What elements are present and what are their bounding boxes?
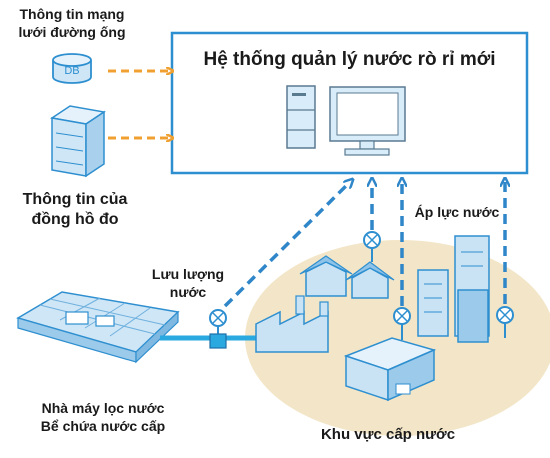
flow-data-arrow xyxy=(223,182,350,308)
plant-line-2: Bể chứa nước cấp xyxy=(40,417,166,434)
network-info-label: Thông tin mạng lưới đường ống xyxy=(2,6,142,41)
pressure-label: Áp lực nước xyxy=(414,204,500,220)
office-building-icon xyxy=(343,337,437,402)
treatment-plant-icon xyxy=(16,291,180,364)
meter-info-label: Thông tin của đồng hồ đo xyxy=(0,190,150,230)
flow-line-1: Lưu lượng xyxy=(151,266,225,282)
high-rise-buildings-icon xyxy=(417,235,490,343)
houses-icon xyxy=(299,255,395,299)
server-tower-icon xyxy=(286,85,316,149)
plant-label: Nhà máy lọc nước Bể chứa nước cấp xyxy=(18,400,188,435)
flow-label: Lưu lượng nước xyxy=(148,266,228,301)
flow-valve-icon xyxy=(209,309,227,349)
db-label: DB xyxy=(64,65,79,77)
network-info-line-1: Thông tin mạng xyxy=(19,6,125,22)
plant-line-1: Nhà máy lọc nước xyxy=(41,400,165,416)
supply-area-label: Khu vực cấp nước xyxy=(320,426,456,443)
meter-info-line-1: Thông tin của xyxy=(22,191,128,208)
monitor-icon xyxy=(329,86,406,156)
meter-server-icon xyxy=(50,105,106,178)
pressure-valve-icon xyxy=(363,231,381,262)
factory-icon xyxy=(255,295,329,353)
pressure-valve-icon xyxy=(496,306,514,338)
flow-line-2: nước xyxy=(169,283,207,300)
database-icon: DB xyxy=(52,53,92,84)
meter-info-line-2: đồng hồ đo xyxy=(31,211,119,228)
system-title: Hệ thống quản lý nước rò rỉ mới xyxy=(203,49,496,70)
pressure-valve-icon xyxy=(393,307,411,340)
network-info-line-2: lưới đường ống xyxy=(18,23,126,40)
